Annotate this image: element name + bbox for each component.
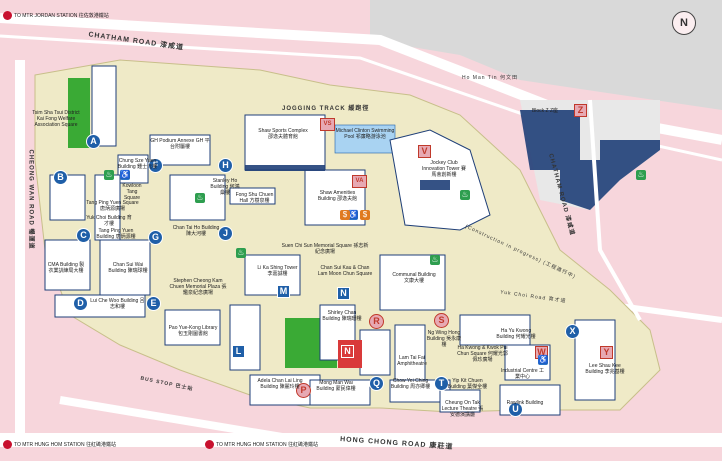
zone-m[interactable]: M: [277, 285, 290, 298]
label-rawlink: Rawlink Building: [506, 400, 544, 406]
label-fong-shu-chuen: Fong Shu Chuen Hall 方樹泉樓: [235, 192, 274, 204]
label-cma: CMA Building 製衣業訓練局大樓: [47, 262, 85, 274]
zone-a[interactable]: A: [86, 134, 101, 149]
label-hei-yu-kwong: Ha Yu Kwong Building 何耀光樓: [496, 328, 536, 340]
accessible-icon: ♿: [538, 355, 548, 365]
road-label-ho-man-tin: Ho Man Tin 何文田: [462, 75, 518, 81]
zone-y[interactable]: Y: [600, 346, 613, 359]
restroom-icon: ♨: [460, 190, 470, 200]
zone-q[interactable]: Q: [369, 376, 384, 391]
restroom-icon: ♨: [104, 170, 114, 180]
label-kowloon-yuk-tang: Kowloon Tang Square: [122, 183, 142, 201]
label-tang-ping-yuen-bldg: Tang Ping Yuen Building 唐炳源樓: [96, 228, 136, 240]
zone-s[interactable]: S: [434, 313, 449, 328]
zone-c[interactable]: C: [76, 228, 91, 243]
restroom-icon: ♨: [195, 193, 205, 203]
label-mong-man-wai: Mong Man Wai Building 蒙民偉樓: [316, 380, 356, 392]
label-stephen-cheong: Stephen Cheong Kam Chuen Memorial Plaza …: [169, 278, 227, 296]
zone-f[interactable]: F: [148, 158, 163, 173]
label-shaw-amenities: Shaw Amenities Building 邵逸夫館: [317, 190, 358, 202]
zone-j[interactable]: J: [218, 226, 233, 241]
label-gh-podium: GH Podium Annexe GH 平台附屬樓: [150, 138, 210, 150]
road-label-cheong-wan: CHEONG WAN ROAD 暢運道: [27, 149, 34, 250]
zone-va[interactable]: VA: [352, 175, 367, 188]
label-suen-chi-sun: Suen Chi Sun Memorial Square 孫志新紀念廣場: [281, 243, 369, 255]
zone-d[interactable]: D: [73, 296, 88, 311]
zone-l[interactable]: L: [232, 345, 245, 358]
label-lui-che-woo: Lui Che Woo Building 呂志和樓: [90, 298, 145, 310]
label-lee-shau-kee: Lee Shau Kee Building 李兆基樓: [585, 363, 625, 375]
compass-north-icon: N: [672, 11, 696, 35]
mtr-icon: [205, 440, 214, 449]
zone-v[interactable]: V: [418, 145, 431, 158]
label-block-z: Block Z Z座: [531, 108, 559, 114]
zone-t[interactable]: T: [434, 376, 449, 391]
label-kwok-pui-chun: Ha Kwong & Kwok Pui Chun Square 何耀光郭佩珍廣場: [457, 345, 508, 363]
label-jockey-club: Jockey Club Innovation Tower 賽馬會創新樓: [421, 160, 467, 178]
label-lam-tai-fai: Lam Tai Fai Amphitheatre: [397, 355, 427, 367]
label-pao-yue-kong: Pao Yue-Kong Library 包玉剛圖書館: [168, 325, 218, 337]
label-tang-ping-yuen-square: Tang Ping Yuen Square 唐炳源廣場: [86, 200, 139, 212]
label-chan-sui-wai: Chan Sui Wai Building 陳瑞球樓: [108, 262, 148, 274]
accessible-icon: ♿: [348, 210, 358, 220]
mtr-jordan-label: TO MTR JORDAN STATION 往佐敦港鐵站: [14, 12, 109, 19]
restroom-icon: ♨: [636, 170, 646, 180]
zone-z[interactable]: Z: [574, 104, 587, 117]
road-label-jogging-track: JOGGING TRACK 緩跑徑: [282, 106, 370, 112]
zone-u[interactable]: U: [508, 402, 523, 417]
atm-icon: $: [340, 210, 350, 220]
label-michael-clinton: Michael Clinton Swimming Pool 祁廉略游泳池: [335, 128, 395, 140]
label-chung-sze-yuen: Chung Sze Yuen Building 鍾士元樓: [117, 158, 158, 170]
zone-b[interactable]: B: [53, 170, 68, 185]
mtr-hung-hom-left-label: TO MTR HUNG HOM STATION 往紅磡港鐵站: [14, 441, 116, 448]
zone-h[interactable]: H: [218, 158, 233, 173]
label-li-ka-shing: Li Ka Shing Tower 李嘉誠樓: [257, 265, 298, 277]
accessible-icon: ♿: [120, 170, 130, 180]
zone-n-red[interactable]: N: [341, 345, 354, 358]
atm-icon: $: [360, 210, 370, 220]
zone-n[interactable]: N: [337, 287, 350, 300]
restroom-icon: ♨: [236, 248, 246, 258]
label-adela-chan: Adela Chan Lai Ling Building 陳麗玲樓: [257, 378, 303, 390]
zone-vs[interactable]: VS: [320, 118, 335, 131]
label-tsim-sha-tsui-square: Tsim Sha Tsui District Kai Fong Welfare …: [32, 110, 80, 128]
zone-g[interactable]: G: [148, 230, 163, 245]
label-chan-sui-kau: Chan Sui Kau & Chan Lam Moon Chun Square: [317, 265, 373, 277]
label-yuk-choi: Yuk Choi Building 育才樓: [86, 215, 132, 227]
label-chow-yei-ching: Chow Yei Ching Building 周亦卿樓: [390, 378, 431, 390]
label-shirley-chan: Shirley Chan Building 陳瑞珊樓: [322, 310, 362, 322]
mtr-icon: [3, 440, 12, 449]
zone-x[interactable]: X: [565, 324, 580, 339]
mtr-icon: [3, 11, 12, 20]
zone-p[interactable]: P: [296, 383, 311, 398]
label-chan-tai-ho: Chan Tai Ho Building 陳大河樓: [172, 225, 220, 237]
mtr-hung-hom-left-link[interactable]: TO MTR HUNG HOM STATION 往紅磡港鐵站: [3, 440, 116, 449]
label-ng-wing-hong: Ng Wing Hong Building 吳永康樓: [426, 330, 462, 348]
label-communal: Communal Building 文康大樓: [392, 272, 436, 284]
label-cheung-on-tak: Cheung On Tak Lecture Theatre 張安德演講廳: [441, 400, 484, 418]
restroom-icon: ♨: [430, 255, 440, 265]
label-yip-kit-chuen: Yip Kit Chuen Building 葉傑全樓: [447, 378, 488, 390]
label-shaw-sports: Shaw Sports Complex 邵逸夫體育館: [258, 128, 308, 140]
label-stanley-ho: Stanley Ho Building 何鴻燊樓: [210, 178, 240, 196]
mtr-jordan-link[interactable]: TO MTR JORDAN STATION 往佐敦港鐵站: [3, 11, 109, 20]
mtr-hung-hom-mid-label: TO MTR HUNG HOM STATION 往紅磡港鐵站: [216, 441, 318, 448]
mtr-hung-hom-mid-link[interactable]: TO MTR HUNG HOM STATION 往紅磡港鐵站: [205, 440, 318, 449]
zone-r[interactable]: R: [369, 314, 384, 329]
label-industrial-centre: Industrial Centre 工業中心: [500, 368, 545, 380]
zone-e[interactable]: E: [146, 296, 161, 311]
